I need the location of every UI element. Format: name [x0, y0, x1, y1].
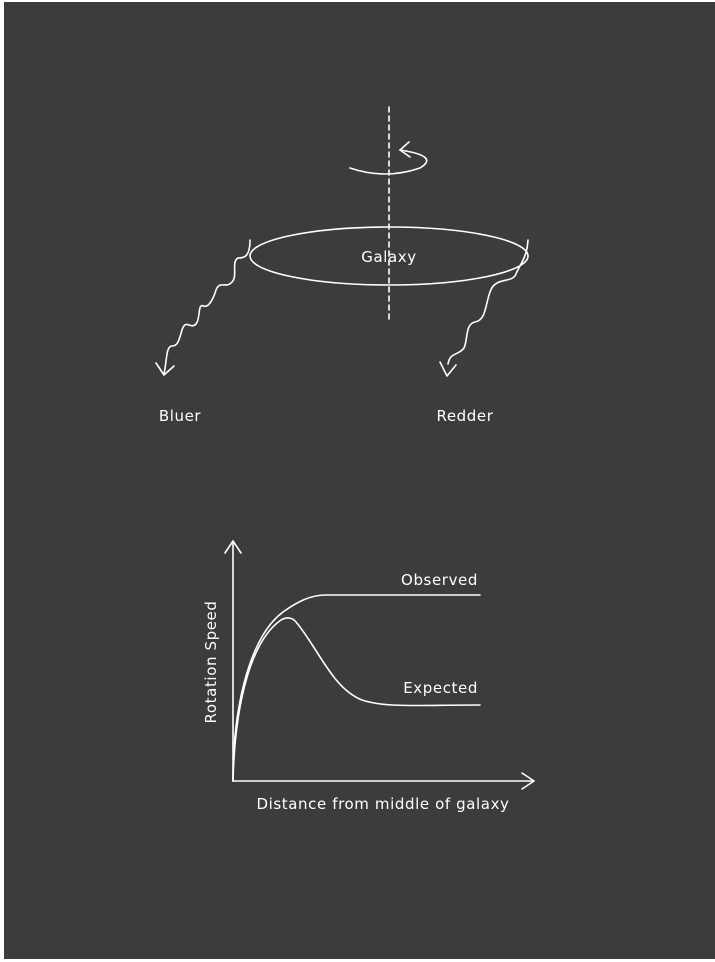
diagram-panel — [4, 2, 715, 959]
observed-label: Observed — [401, 571, 478, 589]
bluer-light-wave — [163, 239, 251, 375]
redder-label: Redder — [436, 407, 493, 425]
rotation-arrow — [349, 149, 428, 175]
y-axis-label: Rotation Speed — [202, 601, 220, 724]
redder-light-wave — [447, 239, 529, 365]
galaxy-label: Galaxy — [361, 248, 417, 266]
expected-curve — [232, 617, 481, 782]
rotation-arrowhead — [399, 141, 411, 158]
rotation-curve-graph: Observed Expected Rotation Speed Distanc… — [202, 540, 535, 813]
x-axis-arrowhead — [521, 772, 535, 790]
bluer-arrowhead — [155, 362, 175, 376]
galaxy-disc — [249, 226, 529, 286]
bluer-label: Bluer — [159, 407, 202, 425]
x-axis-label: Distance from middle of galaxy — [256, 795, 509, 813]
y-axis-arrowhead — [224, 540, 242, 554]
galaxy-figure: Galaxy Bluer Redder — [155, 106, 529, 425]
expected-label: Expected — [403, 679, 478, 697]
redder-arrowhead — [439, 361, 457, 377]
